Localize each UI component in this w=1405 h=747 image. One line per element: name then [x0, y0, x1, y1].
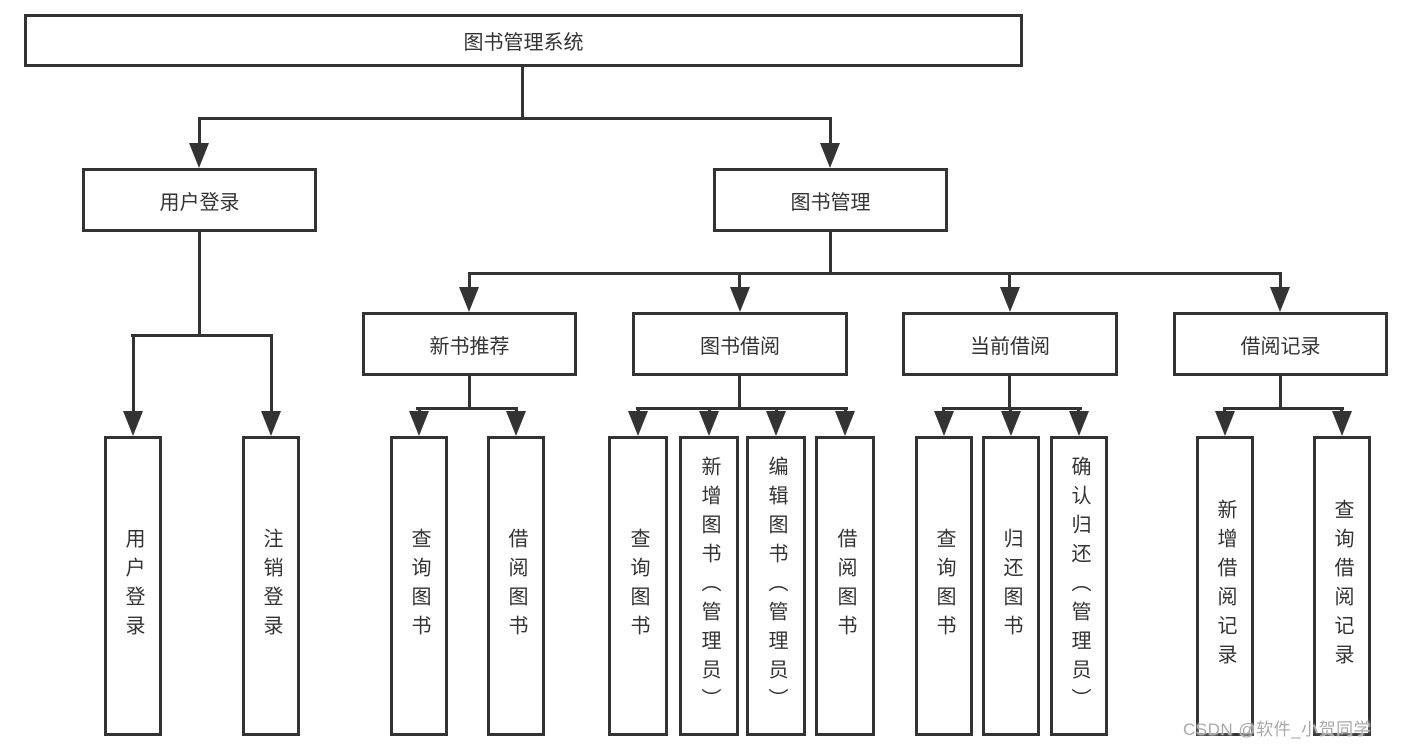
connector-book-borrowing-bar: [636, 407, 848, 410]
arrow-to-leaf-add-record-icon: [1215, 411, 1235, 436]
leaf-user-login: 用户登录: [104, 436, 162, 736]
leaf-user-logout: 注销登录: [242, 436, 300, 736]
connector-new-book-recommend-bar: [416, 407, 518, 410]
connector-borrowing-records-bar: [1223, 407, 1344, 410]
connector-book-management-bar: [468, 272, 1282, 275]
leaf-query-book-borrowing: 查询图书: [608, 436, 668, 736]
leaf-borrow-book-borrowing: 借阅图书: [815, 436, 875, 736]
arrow-to-leaf-confirm-return-icon: [1069, 411, 1089, 436]
connector-borrowing-records-stem: [1279, 375, 1282, 410]
leaf-query-borrow-record-label: 查询借阅记录: [1331, 499, 1353, 673]
node-current-borrowing-label: 当前借阅: [970, 335, 1050, 358]
arrow-to-leaf-logout-icon: [261, 411, 281, 436]
leaf-edit-book-admin-label: 编辑图书（管理员）: [765, 455, 787, 717]
arrow-to-book-borrowing-icon: [730, 287, 750, 312]
arrow-to-leaf-query-book-2-icon: [628, 411, 648, 436]
leaf-confirm-return-admin-label: 确认归还（管理员）: [1068, 455, 1090, 717]
arrow-to-user-login-icon: [189, 143, 209, 168]
connector-root-to-book-management: [829, 117, 832, 147]
arrow-to-leaf-edit-book-icon: [766, 411, 786, 436]
leaf-user-logout-label: 注销登录: [260, 528, 282, 644]
connector-user-login-stem: [198, 231, 201, 335]
connector-to-current-borrowing: [1008, 272, 1011, 290]
leaf-query-book-borrowing-label: 查询图书: [627, 528, 649, 644]
csdn-watermark: CSDN @软件_小贺同学: [1183, 720, 1372, 739]
leaf-add-book-admin: 新增图书（管理员）: [679, 436, 739, 736]
arrow-to-leaf-borrow-book-2-icon: [835, 411, 855, 436]
node-root: 图书管理系统: [24, 14, 1023, 67]
node-borrowing-records-label: 借阅记录: [1240, 335, 1321, 358]
arrow-to-current-borrowing-icon: [1000, 287, 1020, 312]
leaf-return-book: 归还图书: [982, 436, 1040, 736]
leaf-add-book-admin-label: 新增图书（管理员）: [698, 455, 720, 717]
arrow-to-book-management-icon: [820, 143, 840, 168]
leaf-edit-book-admin: 编辑图书（管理员）: [746, 436, 806, 736]
connector-to-book-borrowing: [738, 272, 741, 290]
node-current-borrowing: 当前借阅: [902, 312, 1118, 376]
arrow-to-leaf-return-book-icon: [1001, 411, 1021, 436]
leaf-user-login-label: 用户登录: [122, 528, 144, 644]
leaf-query-borrow-record: 查询借阅记录: [1313, 436, 1371, 736]
leaf-add-borrow-record: 新增借阅记录: [1196, 436, 1254, 736]
node-new-book-recommend-label: 新书推荐: [429, 335, 510, 358]
node-borrowing-records: 借阅记录: [1173, 312, 1388, 376]
connector-root-bar: [198, 117, 832, 120]
arrow-to-leaf-add-book-icon: [699, 411, 719, 436]
connector-root-to-user-login: [198, 117, 201, 147]
node-user-login: 用户登录: [82, 168, 317, 232]
node-book-borrowing-label: 图书借阅: [700, 335, 780, 358]
connector-book-borrowing-stem: [738, 375, 741, 410]
arrow-to-new-book-recommend-icon: [459, 287, 479, 312]
connector-book-management-stem: [829, 231, 832, 275]
leaf-query-book-current-label: 查询图书: [933, 528, 955, 644]
arrow-to-leaf-query-book-1-icon: [409, 411, 429, 436]
arrow-to-borrowing-records-icon: [1270, 287, 1290, 312]
leaf-borrow-book-recommend-label: 借阅图书: [505, 528, 527, 644]
leaf-return-book-label: 归还图书: [1000, 528, 1022, 644]
node-book-borrowing: 图书借阅: [632, 312, 848, 376]
arrow-to-leaf-borrow-book-1-icon: [506, 411, 526, 436]
node-new-book-recommend: 新书推荐: [362, 312, 577, 376]
leaf-query-book-current: 查询图书: [915, 436, 973, 736]
leaf-add-borrow-record-label: 新增借阅记录: [1214, 499, 1236, 673]
leaf-query-book-recommend: 查询图书: [390, 436, 448, 736]
connector-to-leaf-logout: [270, 334, 273, 414]
connector-to-borrowing-records: [1279, 272, 1282, 290]
connector-root-stem: [521, 66, 524, 119]
connector-to-leaf-login: [132, 334, 135, 414]
arrow-to-leaf-query-book-3-icon: [934, 411, 954, 436]
connector-user-login-bar: [131, 334, 273, 337]
leaf-borrow-book-borrowing-label: 借阅图书: [834, 528, 856, 644]
node-book-management: 图书管理: [713, 168, 948, 232]
connector-current-borrowing-bar: [942, 407, 1082, 410]
leaf-query-book-recommend-label: 查询图书: [408, 528, 430, 644]
connector-new-book-recommend-stem: [468, 375, 471, 410]
arrow-to-leaf-login-icon: [123, 411, 143, 436]
connector-to-new-book-recommend: [468, 272, 471, 290]
connector-current-borrowing-stem: [1008, 375, 1011, 410]
leaf-confirm-return-admin: 确认归还（管理员）: [1050, 436, 1108, 736]
leaf-borrow-book-recommend: 借阅图书: [487, 436, 545, 736]
node-book-management-label: 图书管理: [790, 191, 871, 214]
arrow-to-leaf-query-record-icon: [1332, 411, 1352, 436]
node-root-label: 图书管理系统: [463, 32, 584, 54]
node-user-login-label: 用户登录: [159, 191, 240, 214]
